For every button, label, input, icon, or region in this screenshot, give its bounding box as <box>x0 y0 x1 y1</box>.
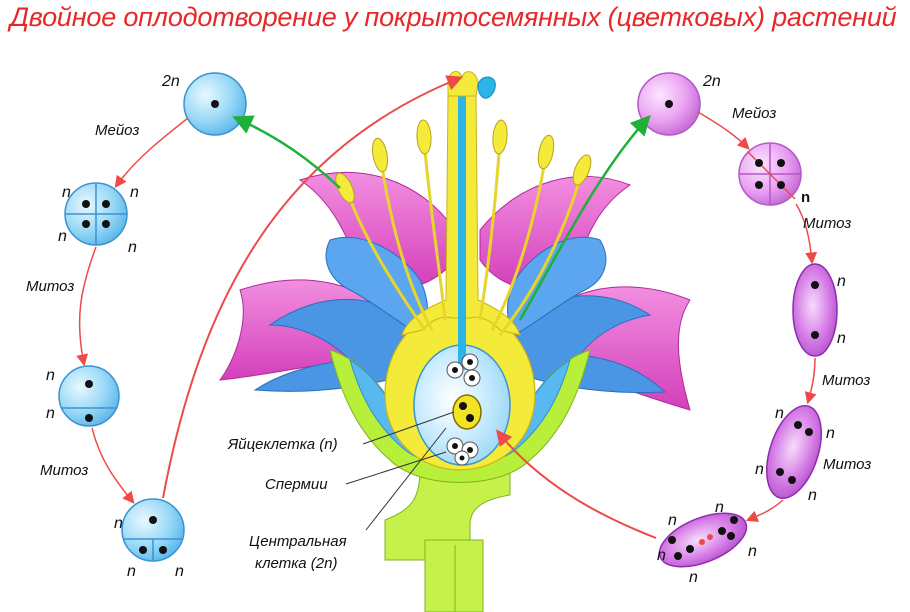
stigma <box>447 71 479 97</box>
label-n: n <box>175 563 184 580</box>
label-n: n <box>837 273 846 290</box>
pollen-grain <box>121 498 185 562</box>
label-n: n <box>826 425 835 442</box>
arrow-green-right <box>518 115 651 321</box>
label-n: n <box>62 184 71 201</box>
flower <box>218 71 691 612</box>
label-n: n <box>755 461 764 478</box>
label-n: n <box>808 487 817 504</box>
ovule-cells <box>446 353 482 466</box>
label-right-2n: 2n <box>702 73 721 90</box>
label-central-cell-2: клетка (2n) <box>255 555 337 572</box>
arrow-green-left <box>232 115 341 189</box>
label-n: n <box>801 189 810 206</box>
label-left-meiosis: Мейоз <box>95 122 139 139</box>
egg-cell <box>452 394 482 430</box>
label-right-mitosis-3: Митоз <box>823 456 871 473</box>
label-n: n <box>114 515 123 532</box>
label-n: n <box>657 547 666 564</box>
pollen-chain: 2n Мейоз n n n n Митоз n n Митоз n n n <box>26 72 463 580</box>
pollen-tetrad-cell <box>64 182 128 246</box>
mature-embryo-sac <box>658 512 748 568</box>
arrow-mitosis-right-2 <box>804 357 817 405</box>
arrow-mitosis-right-3 <box>745 499 784 522</box>
synergid-cells <box>446 437 479 466</box>
label-egg-cell: Яйцеклетка (n) <box>227 436 338 453</box>
label-sperm: Спермии <box>265 476 328 493</box>
label-right-meiosis: Мейоз <box>732 105 776 122</box>
label-n: n <box>58 228 67 245</box>
embryo-sac-2-nuclei <box>792 263 838 357</box>
label-right-mitosis-2: Митоз <box>822 372 870 389</box>
pollen-two-cell-stage <box>58 365 120 427</box>
label-n: n <box>127 563 136 580</box>
arrow-mitosis-right-1 <box>795 203 818 265</box>
pointer-labels: Яйцеклетка (n) Спермии Центральная клетк… <box>227 411 455 572</box>
diagram-title: Двойное оплодотворение у покрытосемянных… <box>10 2 897 32</box>
stigma-tip <box>477 76 496 99</box>
arrow-meiosis-right <box>697 111 750 150</box>
label-right-mitosis-1: Митоз <box>803 215 851 232</box>
embryo-sac-4-nuclei <box>766 405 822 499</box>
arrow-pollination <box>162 75 463 499</box>
label-n: n <box>748 543 757 560</box>
label-left-2n: 2n <box>161 73 180 90</box>
label-n: n <box>46 405 55 422</box>
pollen-tube <box>458 95 466 370</box>
label-n: n <box>130 184 139 201</box>
label-n: n <box>837 330 846 347</box>
antipodal-cells <box>446 353 481 387</box>
arrow-meiosis-left <box>114 117 189 188</box>
arrow-fertilization <box>495 429 657 539</box>
stamens <box>335 119 592 336</box>
label-n: n <box>128 239 137 256</box>
label-left-mitosis-2: Митоз <box>40 462 88 479</box>
label-n: n <box>689 569 698 586</box>
label-n: n <box>668 512 677 529</box>
pollen-mother-cell <box>183 72 247 136</box>
label-central-cell-1: Центральная <box>249 533 347 550</box>
label-n: n <box>46 367 55 384</box>
label-n: n <box>775 405 784 422</box>
arrow-mitosis-left-1 <box>76 246 97 367</box>
arrow-mitosis-left-2 <box>91 427 135 504</box>
megaspore-mother-cell <box>637 72 701 136</box>
label-left-mitosis-1: Митоз <box>26 278 74 295</box>
embryo-sac-chain: 2n Мейоз n Митоз n n Митоз n n Митоз n n… <box>495 72 871 586</box>
megaspore-tetrad <box>738 142 802 206</box>
label-n: n <box>715 499 724 516</box>
flower-stem-base <box>424 539 484 612</box>
